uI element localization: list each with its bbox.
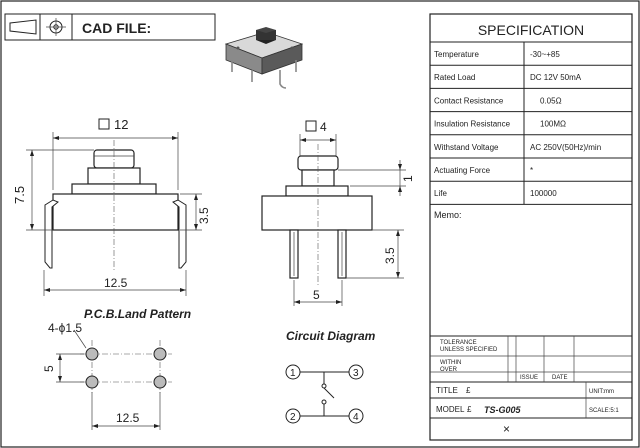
tolerance-line-2: UNLESS SPECIFIED (440, 347, 498, 353)
title-block: TOLERANCE UNLESS SPECIFIED WITHIN OVER I… (430, 335, 632, 436)
side-pitch-label: 5 (313, 288, 320, 302)
spec-row-value: AC 250V(50Hz)/min (530, 143, 601, 152)
pitch-front-label: 12.5 (104, 276, 128, 290)
within-line-2: OVER (440, 367, 458, 373)
pcb-vertical-label: 5 (42, 365, 56, 372)
cad-file-label: CAD FILE: (82, 20, 151, 36)
pin-1-label: 1 (290, 368, 296, 379)
pin-2-label: 2 (290, 412, 296, 423)
side-width-label: 4 (320, 120, 327, 134)
unit-label: UNIT:mm (589, 389, 614, 395)
height-total-label: 7.5 (12, 186, 27, 204)
front-width-label: 12 (114, 117, 128, 132)
pad-3 (85, 375, 99, 389)
memo-label: Memo: (434, 210, 462, 220)
title-label: TITLE (436, 386, 458, 395)
pin-3-label: 3 (353, 368, 359, 379)
title-value: £ (466, 386, 471, 395)
model-value: £ (467, 405, 472, 414)
side-view: 4 1 3.5 5 (261, 120, 415, 306)
spec-row-label: Contact Resistance (434, 96, 504, 105)
pad-2 (153, 347, 167, 361)
spec-row-value: DC 12V 50mA (530, 73, 582, 82)
spec-title: SPECIFICATION (478, 22, 584, 38)
spec-row-value: 0.05Ω (540, 96, 562, 105)
pcb-title: P.C.B.Land Pattern (84, 307, 191, 321)
front-view: 12 7.5 3.5 12.5 (12, 117, 211, 296)
spec-row-value: 100MΩ (540, 120, 566, 129)
model-label: MODEL (436, 405, 465, 414)
square-symbol-icon (305, 120, 317, 132)
pcb-land-pattern: P.C.B.Land Pattern 4-ϕ1.5 5 12.5 (42, 307, 191, 430)
spec-row-label: Rated Load (434, 73, 475, 82)
within-line-1: WITHIN (440, 360, 461, 366)
spec-row-value: -30~+85 (530, 50, 560, 59)
circuit-diagram: Circuit Diagram 1 3 2 4 (285, 329, 376, 424)
side-dim-1-label: 1 (401, 175, 415, 182)
pad-1 (85, 347, 99, 361)
pin-4-label: 4 (353, 412, 359, 423)
square-symbol-icon (98, 118, 110, 130)
issue-label: ISSUE (520, 375, 538, 381)
spec-row-label: Temperature (434, 50, 479, 59)
spec-row-label: Insulation Resistance (434, 120, 511, 129)
spec-row-label: Life (434, 189, 447, 198)
model-name: TS-G005 (484, 405, 522, 415)
tolerance-line-1: TOLERANCE (440, 340, 477, 346)
projection-symbol-icon (9, 18, 66, 36)
pad-4 (153, 375, 167, 389)
switch-photo-icon (224, 27, 304, 89)
pcb-horizontal-label: 12.5 (116, 411, 140, 425)
cad-header: CAD FILE: (4, 13, 216, 41)
hole-label: 4-ϕ1.5 (48, 321, 82, 335)
scale-label: SCALE:5:1 (589, 408, 619, 414)
side-leg-label: 3.5 (383, 247, 397, 264)
circuit-title: Circuit Diagram (286, 329, 376, 343)
spec-row-label: Withstand Voltage (434, 143, 499, 152)
spec-row-value: 100000 (530, 189, 557, 198)
height-body-label: 3.5 (197, 207, 211, 224)
date-label: DATE (552, 375, 568, 381)
close-mark-icon: × (503, 422, 510, 436)
spec-row-label: Actuating Force (434, 166, 491, 175)
spec-row-value: * (530, 166, 533, 175)
